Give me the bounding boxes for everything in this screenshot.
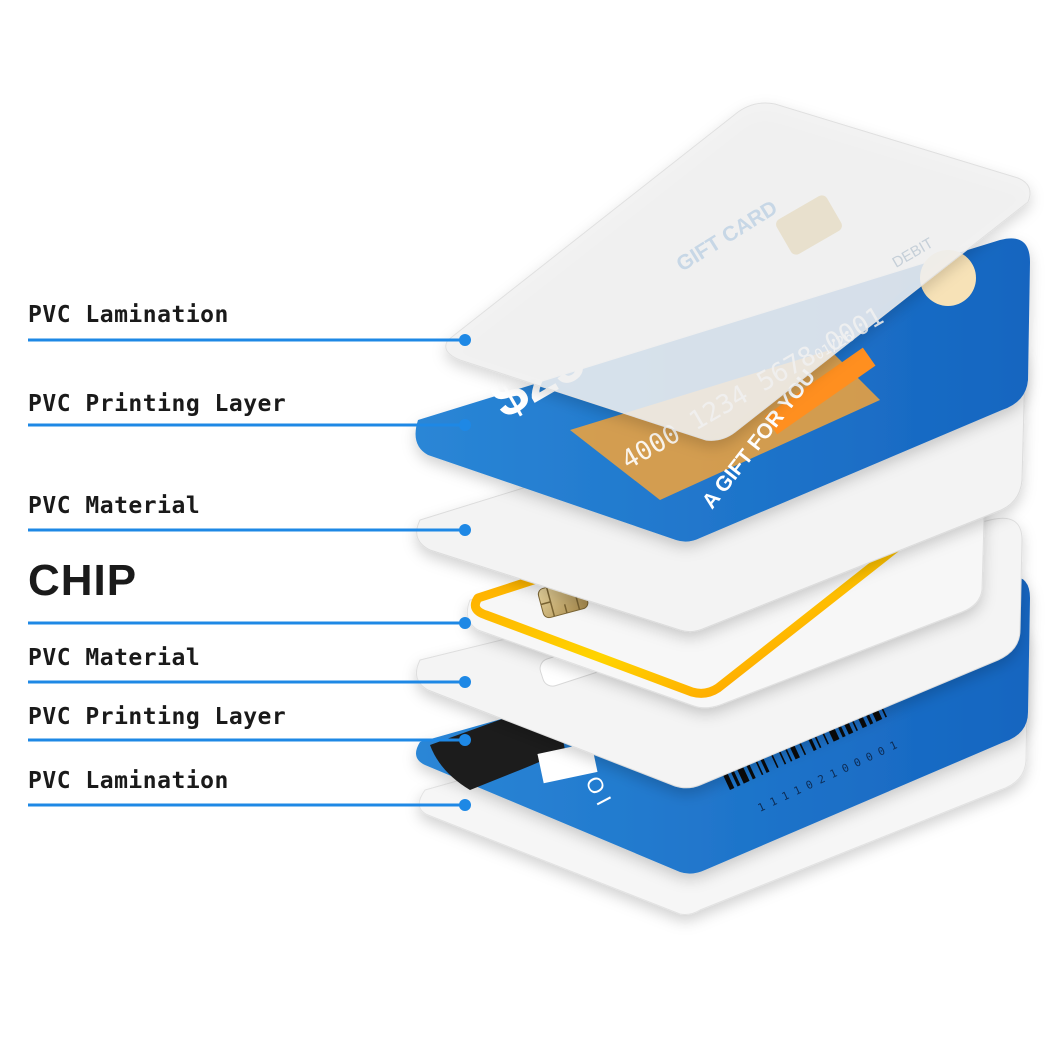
label-pvc-material-top: PVC Material (28, 493, 201, 519)
label-pvc-printing-layer-top: PVC Printing Layer (28, 391, 287, 417)
leader-dot-printing-bottom (459, 734, 471, 746)
leader-dot-lamination-top (459, 334, 471, 346)
top-lamination-layer: GIFT CARD DEBIT (445, 102, 1031, 441)
gift-ribbon (764, 347, 876, 435)
label-pvc-material-bottom: PVC Material (28, 645, 201, 671)
top-lamination-sheet (445, 102, 1031, 441)
label-pvc-lamination-bottom: PVC Lamination (28, 768, 229, 794)
top-chip-print (776, 195, 842, 255)
label-pvc-lamination-top: PVC Lamination (28, 302, 229, 328)
leader-dot-lamination-bottom (459, 799, 471, 811)
leader-dot-material-top (459, 524, 471, 536)
label-chip: CHIP (28, 556, 138, 605)
leader-dot-printing-top (459, 419, 471, 431)
signature-box (537, 742, 598, 784)
leader-dot-chip (459, 617, 471, 629)
label-pvc-printing-layer-bottom: PVC Printing Layer (28, 704, 287, 730)
leader-dot-material-bottom (459, 676, 471, 688)
leader-lines (28, 334, 471, 811)
